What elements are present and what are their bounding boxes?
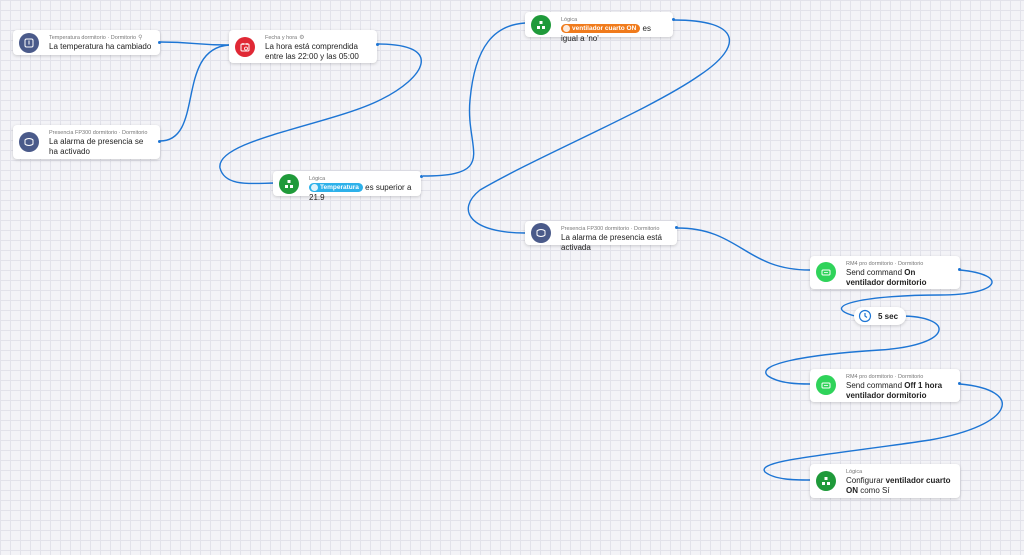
output-port[interactable] [420,175,423,178]
wire-temp-to-datetime [159,41,230,46]
logic-icon [816,471,836,491]
remote-icon [816,262,836,282]
wire-presence-active-to-send-on [676,227,811,271]
node-source-label: Lógica [846,469,863,475]
node-text: La temperatura ha cambiado [49,42,152,51]
wire-logic-temp-to-logic-fan [422,22,526,177]
clock-icon [858,309,872,323]
node-source-label: Lógica [561,17,578,23]
variable-chip[interactable]: ventilador cuarto ON [561,24,641,34]
wire-send-off-to-set-var [763,383,1003,481]
node-source-label: Lógica [309,176,326,182]
presence-sensor-icon [531,223,551,243]
trigger-node-presence-alarm[interactable]: Presencia FP300 dormitorio · Dormitorio … [13,125,160,159]
delay-node[interactable]: 5 sec [854,307,907,325]
pin-icon: ⚲ [138,35,143,41]
output-port[interactable] [672,18,675,21]
node-text: La alarma de presencia está activada [561,233,662,252]
node-source-label: Presencia FP300 dormitorio · Dormitorio [49,130,148,136]
action-node-send-on[interactable]: RM4 pro dormitorio · Dormitorio Send com… [810,256,960,289]
output-port[interactable] [158,140,161,143]
node-text: La hora está comprendida entre las 22:00… [265,42,359,61]
wire-delay-to-send-off [765,315,940,385]
output-port[interactable] [958,268,961,271]
output-port[interactable] [675,226,678,229]
output-port[interactable] [376,43,379,46]
wire-send-on-to-delay [840,269,993,317]
logic-node-fan-state[interactable]: Lógica ventilador cuarto ON es igual a '… [525,12,673,43]
node-text: Send command Off 1 hora ventilador dormi… [846,381,943,400]
output-port[interactable] [158,41,161,44]
node-text: ventilador cuarto ON es igual a 'no' [561,24,651,43]
logic-icon [531,15,551,35]
delay-text: 5 sec [878,311,899,321]
node-text: Configurar ventilador cuarto ON como Sí [846,476,951,495]
node-source-label: Presencia FP300 dormitorio · Dormitorio [561,226,660,232]
node-source-label: RM4 pro dormitorio · Dormitorio [846,374,924,380]
thermometer-icon [19,33,39,53]
wire-logic-fan-to-presence-active [467,19,730,234]
condition-node-presence-active[interactable]: Presencia FP300 dormitorio · Dormitorio … [525,221,677,252]
calendar-clock-icon [235,37,255,57]
action-node-send-off[interactable]: RM4 pro dormitorio · Dormitorio Send com… [810,369,960,402]
node-text: La alarma de presencia se ha activado [49,137,144,156]
remote-icon [816,375,836,395]
variable-chip[interactable]: Temperatura [309,183,363,193]
node-source-label: Fecha y hora⚙ [265,35,305,41]
trigger-node-temperature-changed[interactable]: Temperatura dormitorio · Dormitorio⚲ La … [13,30,160,55]
action-node-set-variable[interactable]: Lógica Configurar ventilador cuarto ON c… [810,464,960,498]
node-text: Temperatura es superior a 21.9 [309,183,412,202]
output-port[interactable] [958,382,961,385]
condition-node-datetime[interactable]: Fecha y hora⚙ La hora está comprendida e… [229,30,377,63]
wire-datetime-to-logic-temp [219,43,422,185]
node-source-label: Temperatura dormitorio · Dormitorio⚲ [49,35,143,41]
logic-node-temperature[interactable]: Lógica Temperatura es superior a 21.9 [273,171,421,202]
node-source-label: RM4 pro dormitorio · Dormitorio [846,261,924,267]
logic-icon [279,174,299,194]
info-icon: ⚙ [299,35,305,41]
wire-presence-to-datetime [159,44,230,142]
node-text: Send command On ventilador dormitorio [846,268,927,287]
presence-sensor-icon [19,132,39,152]
